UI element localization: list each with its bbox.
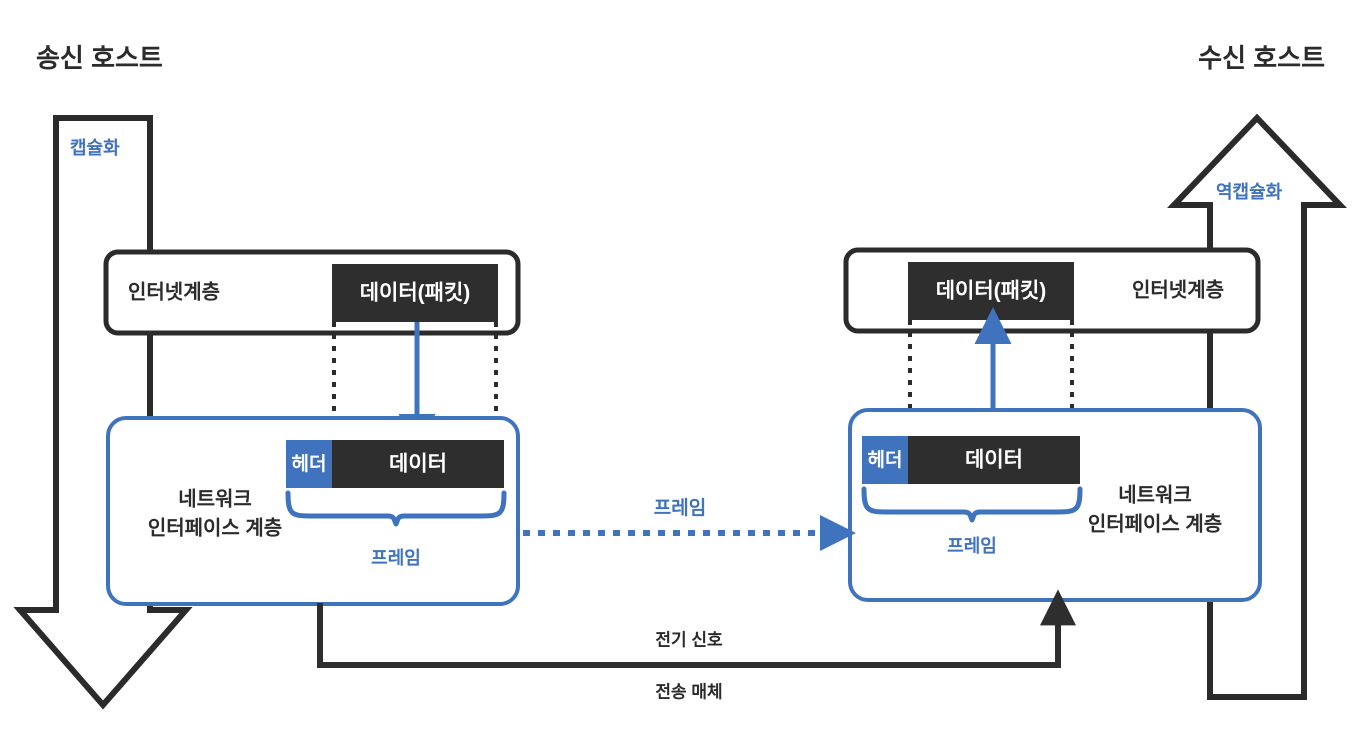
left-packet-block [332, 264, 498, 322]
decapsulation-label: 역캡슐화 [1216, 182, 1283, 202]
right-frame-data-label: 데이터 [965, 449, 1023, 472]
left-frame-header-block [286, 440, 332, 488]
left-frame-data-block [332, 440, 504, 488]
encapsulation-label: 캡슐화 [70, 138, 120, 158]
right-frame-header-block [862, 436, 908, 484]
left-frame-brace [285, 490, 507, 527]
left-network-layer-label-line2: 인터페이스 계층 [148, 516, 282, 539]
right-frame-data-block [908, 436, 1080, 484]
right-internet-layer-label: 인터넷계층 [1132, 278, 1224, 301]
transmission-medium-label: 전송 매체 [655, 682, 722, 701]
electric-signal-label: 전기 신호 [655, 630, 723, 649]
right-network-layer-label-line2: 인터페이스 계층 [1088, 512, 1222, 535]
receiving-host-title: 수신 호스트 [1198, 43, 1325, 73]
transmission-medium-path [317, 589, 1076, 668]
right-frame-header-label: 헤더 [868, 449, 903, 471]
left-network-layer-label-line1: 네트워크 [178, 487, 252, 510]
encapsulation-arrow [13, 115, 193, 710]
right-frame-brace-label: 프레임 [947, 536, 997, 556]
frame-transfer-label: 프레임 [654, 497, 706, 519]
left-packet-block-label: 데이터(패킷) [360, 282, 471, 305]
right-network-layer-label-line1: 네트워크 [1118, 483, 1192, 506]
right-packet-block-label: 데이터(패킷) [936, 280, 1047, 303]
left-internet-layer-label: 인터넷계층 [128, 280, 220, 303]
sending-host-title: 송신 호스트 [36, 43, 163, 73]
left-frame-brace-label: 프레임 [371, 548, 421, 568]
left-frame-header-label: 헤더 [292, 453, 327, 475]
right-frame-brace [861, 486, 1083, 523]
left-frame-data-label: 데이터 [389, 453, 447, 476]
decapsulation-arrow [1166, 113, 1348, 700]
